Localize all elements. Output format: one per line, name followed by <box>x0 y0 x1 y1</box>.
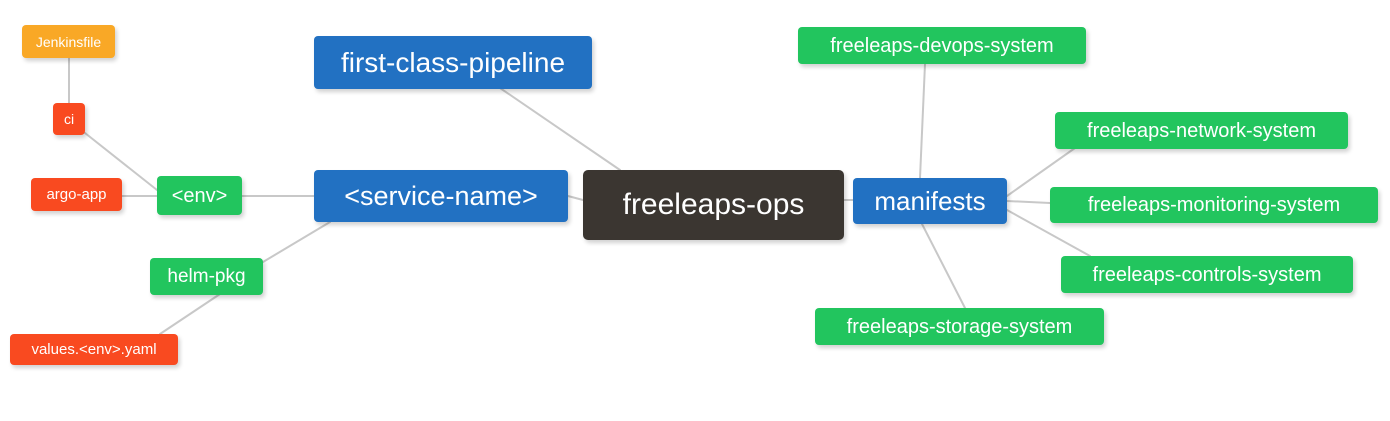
node-first-class-pipeline[interactable]: first-class-pipeline <box>314 36 592 89</box>
node-label-freeleaps-controls-system: freeleaps-controls-system <box>1092 263 1322 286</box>
node-manifests[interactable]: manifests <box>853 178 1007 224</box>
node-label-helm-pkg: helm-pkg <box>167 266 246 287</box>
node-label-ci: ci <box>63 111 75 127</box>
node-ci[interactable]: ci <box>53 103 85 135</box>
node-service-name[interactable]: <service-name> <box>314 170 568 222</box>
node-helm-pkg[interactable]: helm-pkg <box>150 258 263 295</box>
node-label-jenkinsfile: Jenkinsfile <box>35 33 102 50</box>
edge-service-name-to-freeleaps-ops <box>567 195 584 201</box>
node-freeleaps-controls-system[interactable]: freeleaps-controls-system <box>1061 256 1353 293</box>
edge-freeleaps-storage-system-to-manifests <box>921 223 966 309</box>
node-freeleaps-network-system[interactable]: freeleaps-network-system <box>1055 112 1348 149</box>
edge-first-class-pipeline-to-freeleaps-ops <box>499 87 621 171</box>
node-label-argo-app: argo-app <box>46 186 107 203</box>
node-label-service-name: <service-name> <box>344 180 538 211</box>
node-label-freeleaps-ops: freeleaps-ops <box>622 188 805 221</box>
node-argo-app[interactable]: argo-app <box>31 178 122 211</box>
node-env[interactable]: <env> <box>157 176 242 215</box>
node-label-freeleaps-network-system: freeleaps-network-system <box>1087 119 1316 142</box>
node-freeleaps-ops[interactable]: freeleaps-ops <box>583 170 844 240</box>
edge-freeleaps-monitoring-system-to-manifests <box>1006 200 1051 204</box>
node-values-yaml[interactable]: values.<env>.yaml <box>10 334 178 365</box>
node-label-freeleaps-monitoring-system: freeleaps-monitoring-system <box>1087 194 1341 216</box>
node-freeleaps-storage-system[interactable]: freeleaps-storage-system <box>815 308 1104 345</box>
node-label-env: <env> <box>171 184 228 207</box>
edge-freeleaps-devops-system-to-manifests <box>919 63 926 179</box>
node-label-manifests: manifests <box>874 186 986 216</box>
node-label-freeleaps-devops-system: freeleaps-devops-system <box>830 34 1054 57</box>
node-label-values-yaml: values.<env>.yaml <box>31 341 157 358</box>
node-jenkinsfile[interactable]: Jenkinsfile <box>22 25 115 58</box>
node-label-first-class-pipeline: first-class-pipeline <box>340 46 566 78</box>
node-freeleaps-devops-system[interactable]: freeleaps-devops-system <box>798 27 1086 64</box>
edge-values-yaml-to-helm-pkg <box>159 293 221 335</box>
node-freeleaps-monitoring-system[interactable]: freeleaps-monitoring-system <box>1050 187 1378 223</box>
edge-helm-pkg-to-service-name <box>262 221 331 263</box>
node-label-freeleaps-storage-system: freeleaps-storage-system <box>846 315 1073 338</box>
